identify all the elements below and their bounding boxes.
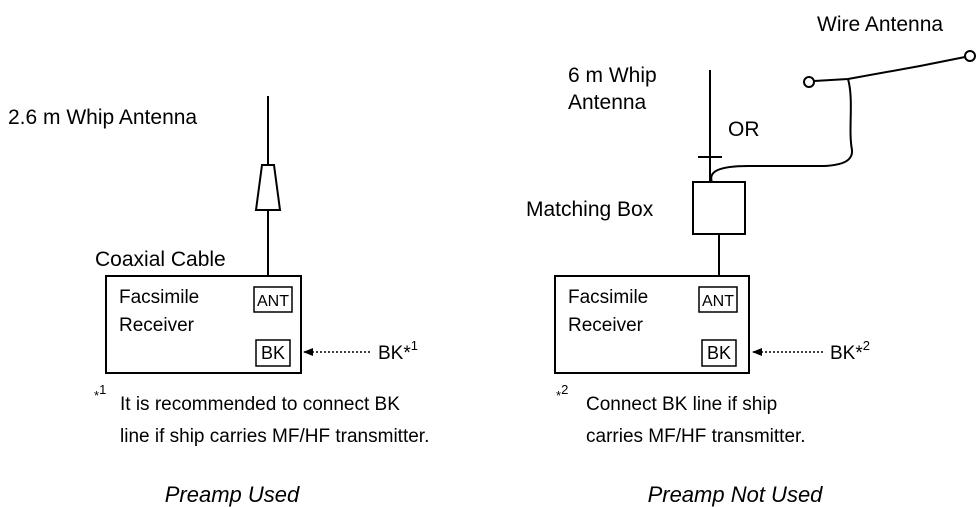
matching-box-label: Matching Box [526, 198, 654, 221]
ant-port-label: ANT [257, 293, 289, 310]
note-marker-right: *2 [556, 382, 568, 403]
ant-port-right [698, 286, 738, 313]
bk-external-label: BK*1 [378, 338, 418, 364]
preamp-unit [254, 164, 282, 211]
receiver-right-label-line1: Facsimile [568, 287, 648, 308]
bk-port-right-label: BK [707, 343, 731, 363]
wire-lead-in [710, 78, 854, 183]
caption-preamp-not-used: Preamp Not Used [648, 482, 824, 507]
coaxial-cable-label: Coaxial Cable [95, 248, 226, 271]
left-panel-preamp-used: 2.6 m Whip Antenna Coaxial Cable Facsimi… [8, 96, 429, 507]
note-right-line2: carries MF/HF transmitter. [586, 426, 806, 447]
whip-antenna-label: 2.6 m Whip Antenna [8, 106, 197, 129]
note-line1: It is recommended to connect BK [120, 394, 400, 415]
wire-insulator-right [964, 50, 976, 62]
whip-6m-label-line1: 6 m Whip [568, 64, 657, 87]
caption-preamp-used: Preamp Used [165, 482, 300, 507]
note-right-line1: Connect BK line if ship [586, 394, 777, 415]
or-label: OR [728, 118, 760, 141]
bk-port [255, 339, 291, 367]
wire-antenna-label: Wire Antenna [817, 13, 943, 36]
wire-insulator-left [803, 76, 815, 88]
note-line2: line if ship carries MF/HF transmitter. [120, 426, 429, 447]
matching-box [692, 181, 746, 235]
ant-port [253, 286, 293, 313]
note-marker: *1 [94, 382, 106, 403]
receiver-label-line1: Facsimile [119, 287, 199, 308]
right-panel-preamp-not-used: Wire Antenna 6 m Whip Antenna OR Matchin… [526, 13, 976, 507]
bk-port-right [701, 339, 737, 367]
ant-port-right-label: ANT [702, 293, 734, 310]
receiver-right-label-line2: Receiver [568, 315, 644, 336]
wire-antenna [813, 56, 966, 82]
receiver-label-line2: Receiver [119, 315, 195, 336]
bk-external-label-right: BK*2 [830, 338, 870, 364]
whip-6m-label-line2: Antenna [568, 91, 647, 114]
bk-port-label: BK [261, 343, 285, 363]
